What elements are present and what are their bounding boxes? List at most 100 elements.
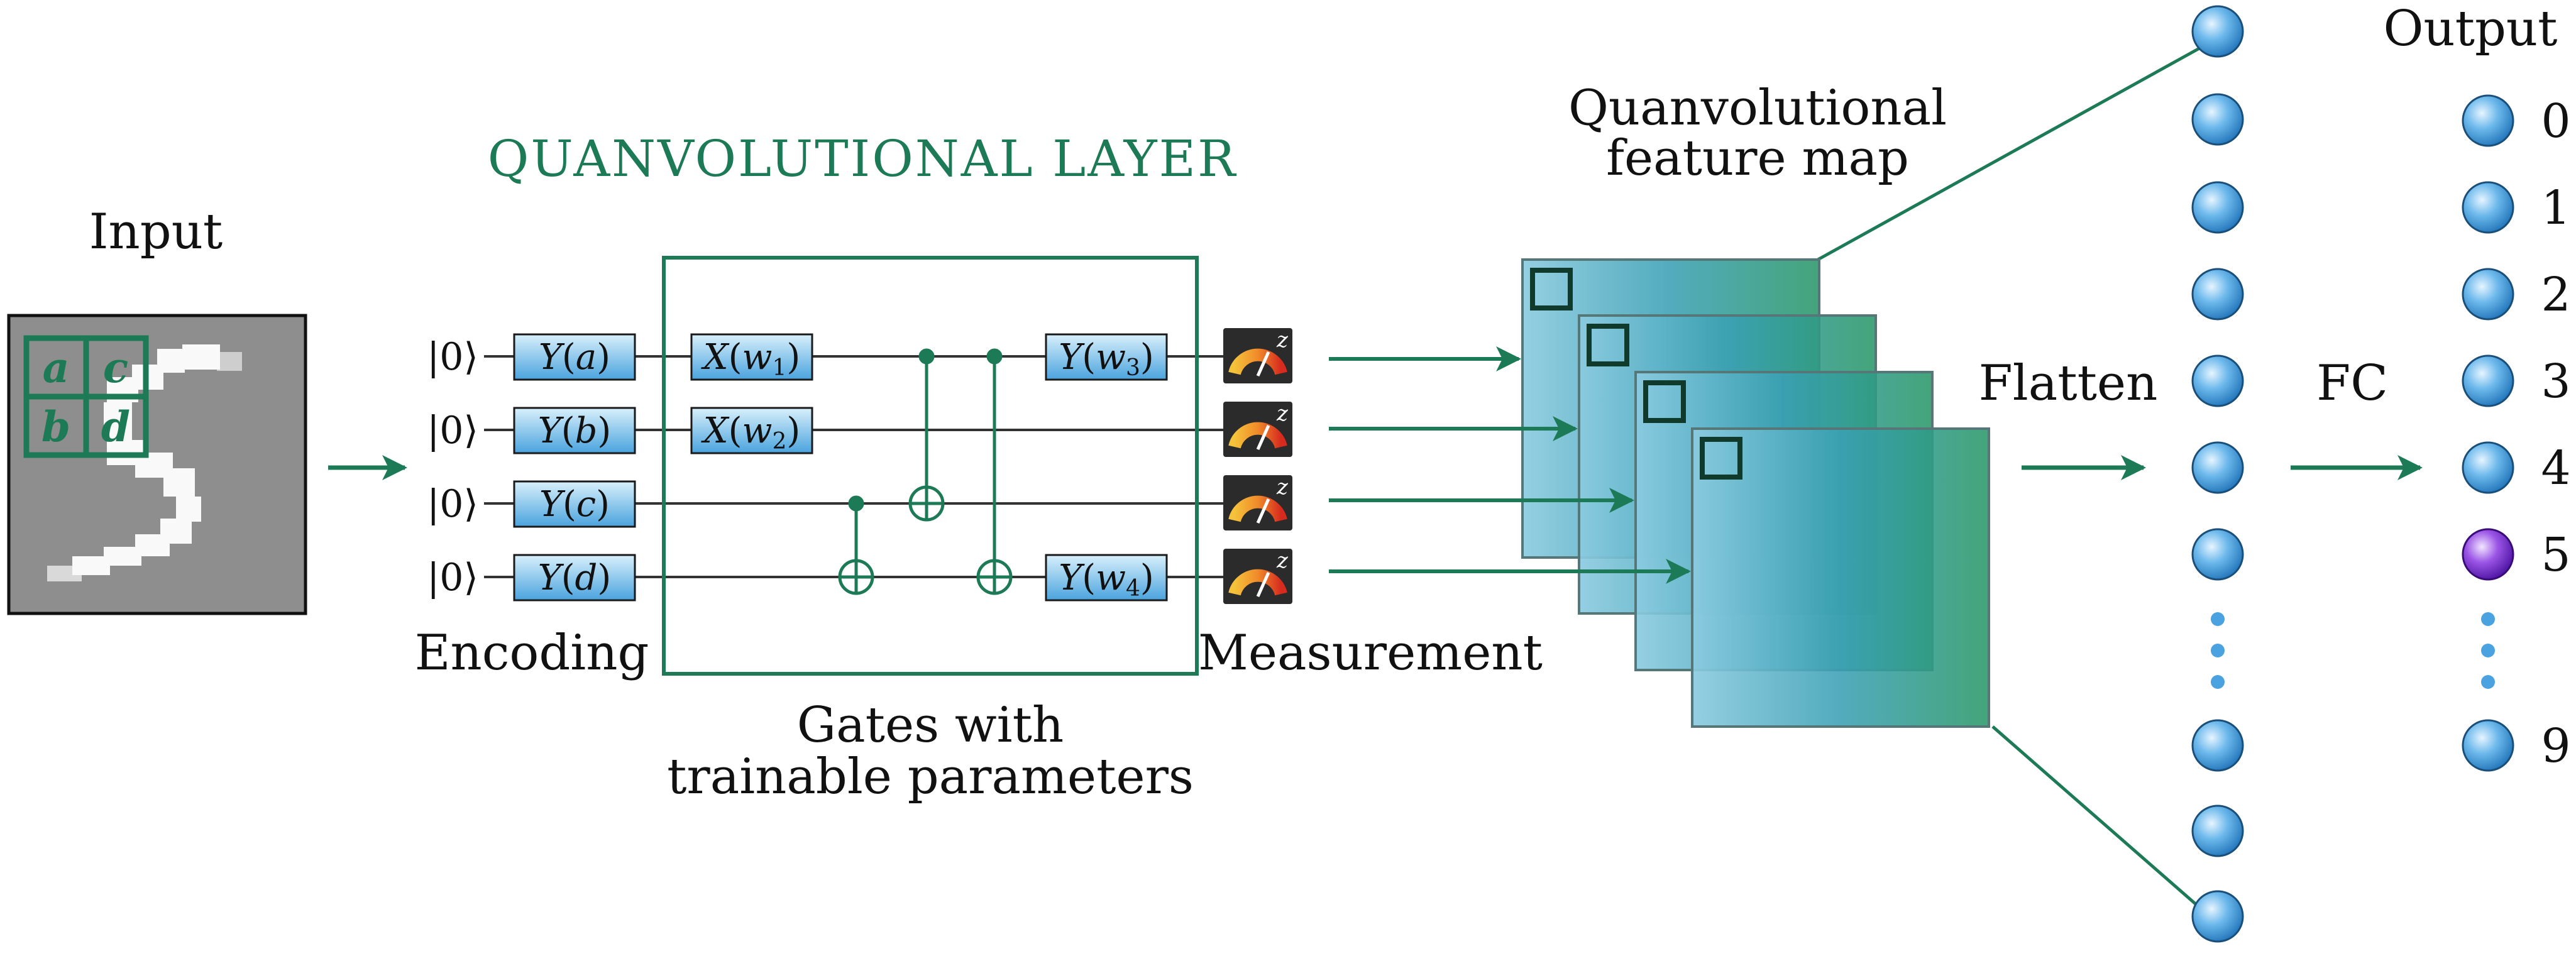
meter-icon-1: z — [1223, 401, 1292, 457]
flatten-node — [2191, 441, 2244, 494]
feature-maps — [1521, 258, 1990, 728]
param-gate-1-name: X — [701, 410, 730, 451]
svg-text:Y(c): Y(c) — [539, 484, 610, 525]
pixel-c: c — [103, 343, 128, 392]
qubit-ket-1: |0⟩ — [427, 409, 478, 453]
ellipsis-dot — [2211, 644, 2225, 657]
funnel-line-top — [1817, 45, 2204, 261]
encoding-gate-0-arg: a — [576, 337, 597, 378]
svg-text:Y(d): Y(d) — [538, 558, 612, 598]
encoding-gate-0-name: Y — [539, 337, 565, 378]
gates-label-line1: Gates with — [797, 697, 1064, 754]
meter-0-label: z — [1276, 327, 1289, 353]
flatten-node — [2191, 805, 2244, 857]
output-label-2: 2 — [2541, 268, 2570, 322]
ellipsis-dot — [2481, 644, 2495, 657]
flatten-label: Flatten — [1979, 355, 2158, 412]
meter-2-label: z — [1276, 475, 1289, 500]
cnot-2-to-3 — [838, 495, 874, 595]
output-label-5: 5 — [2541, 528, 2570, 582]
layer-title: QUANVOLUTIONAL LAYER — [488, 129, 1237, 188]
qubit-ket-2: |0⟩ — [427, 482, 478, 526]
feature-map-label-line2: feature map — [1606, 130, 1909, 187]
output-label-9: 9 — [2541, 719, 2570, 773]
encoding-gate-1: Y(b) — [513, 407, 636, 454]
encoding-gate-1-name: Y — [538, 410, 564, 451]
trainable-gates-box — [662, 256, 1199, 676]
output-layer: 0 1 2 3 4 5 9 — [2462, 94, 2571, 773]
encoding-gate-2-arg: c — [576, 484, 596, 525]
param-gate-3-sub: 4 — [1126, 576, 1140, 602]
pixel-patch: a c b d — [23, 335, 149, 458]
pixel-b: b — [41, 402, 70, 451]
meter-icon-3: z — [1223, 548, 1292, 604]
flatten-node — [2191, 719, 2244, 772]
param-gate-x-w1: X(w1) — [690, 333, 813, 381]
param-gate-2-sub: 3 — [1126, 355, 1140, 381]
svg-text:Y(w3): Y(w3) — [1059, 337, 1154, 381]
measurement-label: Measurement — [1198, 625, 1543, 681]
encoding-gates: Y(a) Y(b) Y(c) Y(d) — [513, 333, 636, 602]
ellipsis-dot — [2481, 675, 2495, 689]
encoding-gate-1-arg: b — [575, 410, 598, 451]
ellipsis-dot — [2211, 612, 2225, 626]
output-node-5-highlighted — [2462, 528, 2514, 581]
encoding-gate-2: Y(c) — [513, 480, 636, 528]
output-label-0: 0 — [2541, 94, 2570, 148]
output-label-1: 1 — [2541, 181, 2570, 235]
flatten-node — [2191, 5, 2244, 58]
pixel-d: d — [101, 402, 130, 451]
ellipsis-dot — [2211, 675, 2225, 689]
flatten-node — [2191, 528, 2244, 581]
param-gate-0-param: w — [742, 337, 773, 378]
output-node-4 — [2462, 441, 2514, 494]
param-gate-3-param: w — [1096, 558, 1126, 598]
meter-1-label: z — [1276, 401, 1289, 426]
param-gate-0-name: X — [701, 337, 730, 378]
encoding-label: Encoding — [415, 625, 649, 681]
funnel-line-bottom — [1991, 725, 2204, 911]
encoding-gate-3: Y(d) — [513, 554, 636, 602]
param-gates: X(w1) X(w2) Y(w3) Y(w4) — [690, 333, 1168, 602]
output-label-4: 4 — [2541, 441, 2570, 495]
encoding-gate-3-arg: d — [575, 558, 598, 598]
svg-text:X(w2): X(w2) — [701, 410, 800, 454]
feature-map-3 — [1691, 427, 1990, 728]
svg-text:X(w1): X(w1) — [701, 337, 800, 381]
param-gate-x-w2: X(w2) — [690, 407, 813, 454]
param-gate-1-param: w — [742, 410, 773, 451]
encoding-gate-2-name: Y — [539, 484, 566, 525]
meter-icon-2: z — [1223, 475, 1292, 530]
qubit-ket-3: |0⟩ — [427, 556, 478, 600]
pixel-a: a — [43, 343, 70, 392]
output-node-9 — [2462, 719, 2514, 772]
output-label: Output — [2383, 1, 2557, 57]
meter-3-label: z — [1276, 548, 1289, 573]
flatten-node — [2191, 354, 2244, 407]
meter-icon-0: z — [1223, 327, 1292, 383]
svg-text:Y(a): Y(a) — [539, 337, 610, 378]
param-gate-2-param: w — [1096, 337, 1126, 378]
flatten-node — [2191, 268, 2244, 321]
output-node-1 — [2462, 181, 2514, 234]
cnot-0-to-3 — [976, 348, 1013, 595]
param-gate-1-sub: 2 — [772, 429, 786, 454]
input-label: Input — [89, 204, 223, 260]
output-node-2 — [2462, 268, 2514, 321]
svg-text:Y(b): Y(b) — [538, 410, 612, 451]
encoding-gate-3-name: Y — [538, 558, 564, 598]
param-gate-3-name: Y — [1059, 558, 1085, 598]
svg-text:Y(w4): Y(w4) — [1059, 558, 1154, 602]
output-label-3: 3 — [2541, 354, 2570, 409]
flatten-layer — [2191, 5, 2244, 943]
output-node-0 — [2462, 94, 2514, 147]
input-image: a c b d — [7, 314, 307, 615]
ellipsis-dot — [2481, 612, 2495, 626]
measurement-meters: z z z z — [1223, 327, 1292, 604]
flatten-node — [2191, 181, 2244, 234]
param-gate-0-sub: 1 — [772, 355, 786, 381]
flatten-node — [2191, 93, 2244, 146]
param-gate-y-w3: Y(w3) — [1045, 333, 1168, 381]
